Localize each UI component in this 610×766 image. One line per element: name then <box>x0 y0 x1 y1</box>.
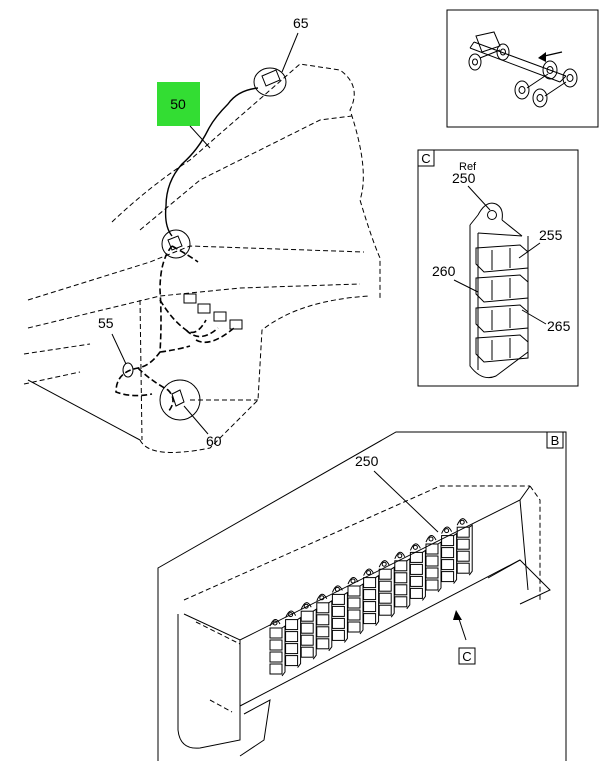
locator-frame <box>446 9 599 128</box>
callout-265: 265 <box>547 318 571 334</box>
fuse-holder <box>363 568 380 626</box>
detail-c: C Ref 250 255 260 265 <box>417 149 579 387</box>
fuse-holder <box>394 551 411 610</box>
leader-250-main <box>373 470 439 533</box>
cab-wiring-view: 50 65 55 60 <box>23 15 381 453</box>
callout-50: 50 <box>170 96 186 112</box>
callout-60: 60 <box>206 433 222 449</box>
fuse-holder <box>347 577 364 635</box>
fuse-holder <box>331 585 348 643</box>
section-b-label: B <box>551 433 560 448</box>
leader-260 <box>453 279 479 293</box>
fuse-holder <box>316 593 333 652</box>
fuse-array <box>269 518 473 677</box>
leader-255 <box>518 242 541 259</box>
truck-chassis-icon <box>468 31 578 108</box>
leader-65 <box>281 32 299 73</box>
callout-255: 255 <box>539 227 563 243</box>
fuse-holder <box>285 610 302 668</box>
grommet-55 <box>122 362 134 378</box>
callout-50-highlight <box>157 82 200 126</box>
callout-250-detail: 250 <box>452 170 476 186</box>
fuse-holder <box>441 526 458 584</box>
leader-250-detail <box>467 185 491 211</box>
fuse-holder <box>300 602 317 660</box>
detail-c-frame <box>417 149 579 387</box>
callout-65: 65 <box>293 15 309 31</box>
callout-55: 55 <box>98 315 114 331</box>
fuse-holder <box>456 518 473 576</box>
section-b: B 250 C <box>157 431 567 761</box>
connector-60-circle <box>159 379 201 421</box>
pointer-c-label: C <box>462 649 471 664</box>
detail-c-tag <box>417 149 435 167</box>
connector-main-circle <box>161 229 191 259</box>
connector-65-circle <box>253 67 287 97</box>
callout-260: 260 <box>432 263 456 279</box>
fuse-holder <box>378 560 395 618</box>
leader-55 <box>111 333 127 365</box>
locator-inset <box>446 9 599 128</box>
detail-c-label: C <box>421 151 430 166</box>
callout-250-main: 250 <box>355 453 379 469</box>
fuse-holder <box>409 543 426 601</box>
fuse-holder <box>425 535 442 593</box>
leader-50 <box>189 125 211 149</box>
arrow-icon <box>538 51 563 62</box>
callout-250-ref-word: Ref <box>459 161 477 173</box>
fuse-holder <box>469 202 529 379</box>
section-b-frame <box>157 431 567 761</box>
leader-265 <box>521 309 547 325</box>
pointer-c-tag <box>458 647 476 665</box>
leader-60 <box>183 405 209 435</box>
section-b-tag <box>546 431 564 449</box>
fuse-holder <box>269 619 286 677</box>
